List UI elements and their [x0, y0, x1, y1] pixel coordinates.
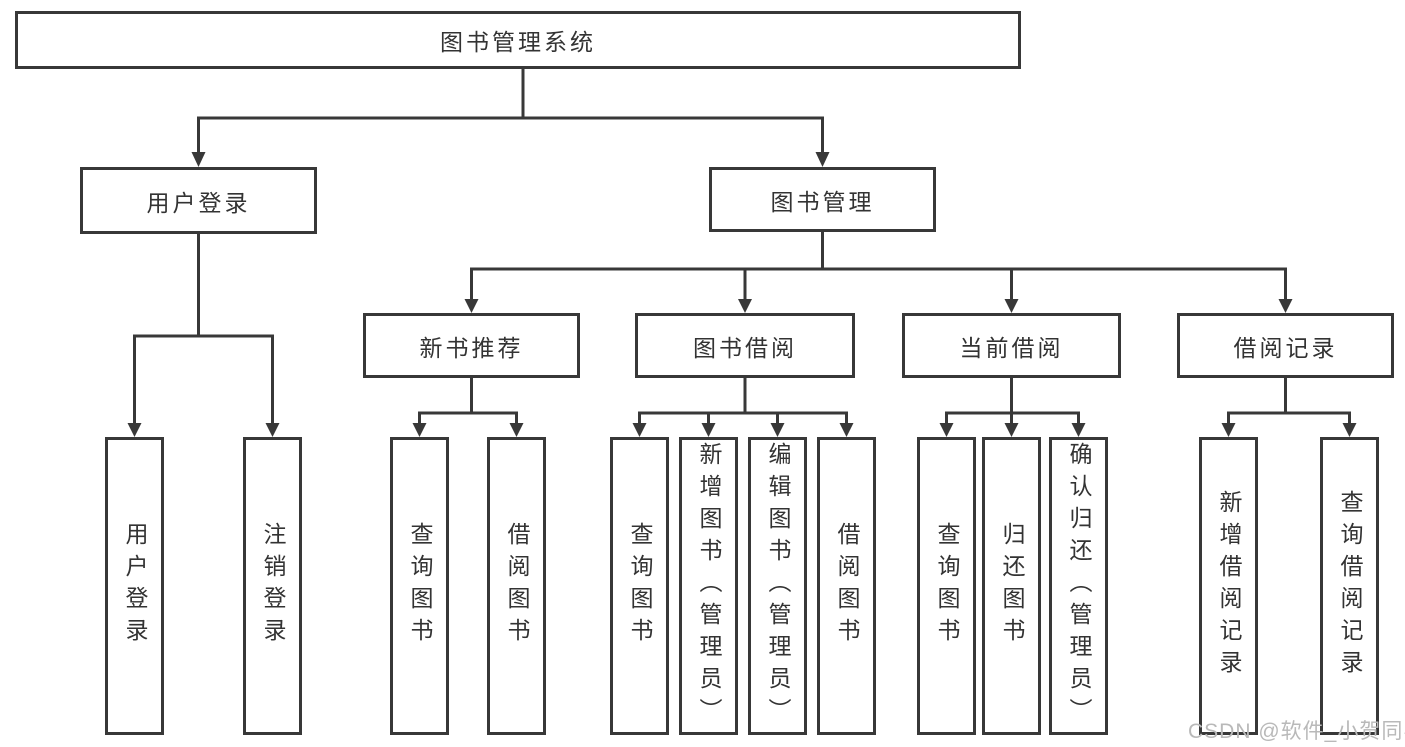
node-book-borrowing: 图书借阅	[635, 313, 855, 378]
leaf-logout: 注销登录	[243, 437, 302, 735]
leaf-query-books-current: 查询图书	[917, 437, 976, 735]
leaf-query-borrow-record: 查询借阅记录	[1320, 437, 1379, 735]
leaf-edit-book-admin: 编辑图书（管理员）	[748, 437, 807, 735]
leaf-confirm-return-admin: 确认归还（管理员）	[1049, 437, 1108, 735]
node-current-borrowing: 当前借阅	[902, 313, 1121, 378]
leaf-return-book: 归还图书	[982, 437, 1041, 735]
csdn-watermark: CSDN @软件_小贺同学	[1188, 720, 1405, 743]
leaf-query-books-borrowing: 查询图书	[610, 437, 669, 735]
node-user-login: 用户登录	[80, 167, 317, 234]
node-new-book-recommend: 新书推荐	[363, 313, 580, 378]
leaf-add-book-admin: 新增图书（管理员）	[679, 437, 738, 735]
leaf-query-books-recommend: 查询图书	[390, 437, 449, 735]
node-book-management: 图书管理	[709, 167, 936, 232]
node-borrow-records: 借阅记录	[1177, 313, 1394, 378]
leaf-borrow-books-recommend: 借阅图书	[487, 437, 546, 735]
leaf-borrow-books-borrowing: 借阅图书	[817, 437, 876, 735]
leaf-user-login: 用户登录	[105, 437, 164, 735]
node-library-management-system: 图书管理系统	[15, 11, 1021, 69]
leaf-add-borrow-record: 新增借阅记录	[1199, 437, 1258, 735]
